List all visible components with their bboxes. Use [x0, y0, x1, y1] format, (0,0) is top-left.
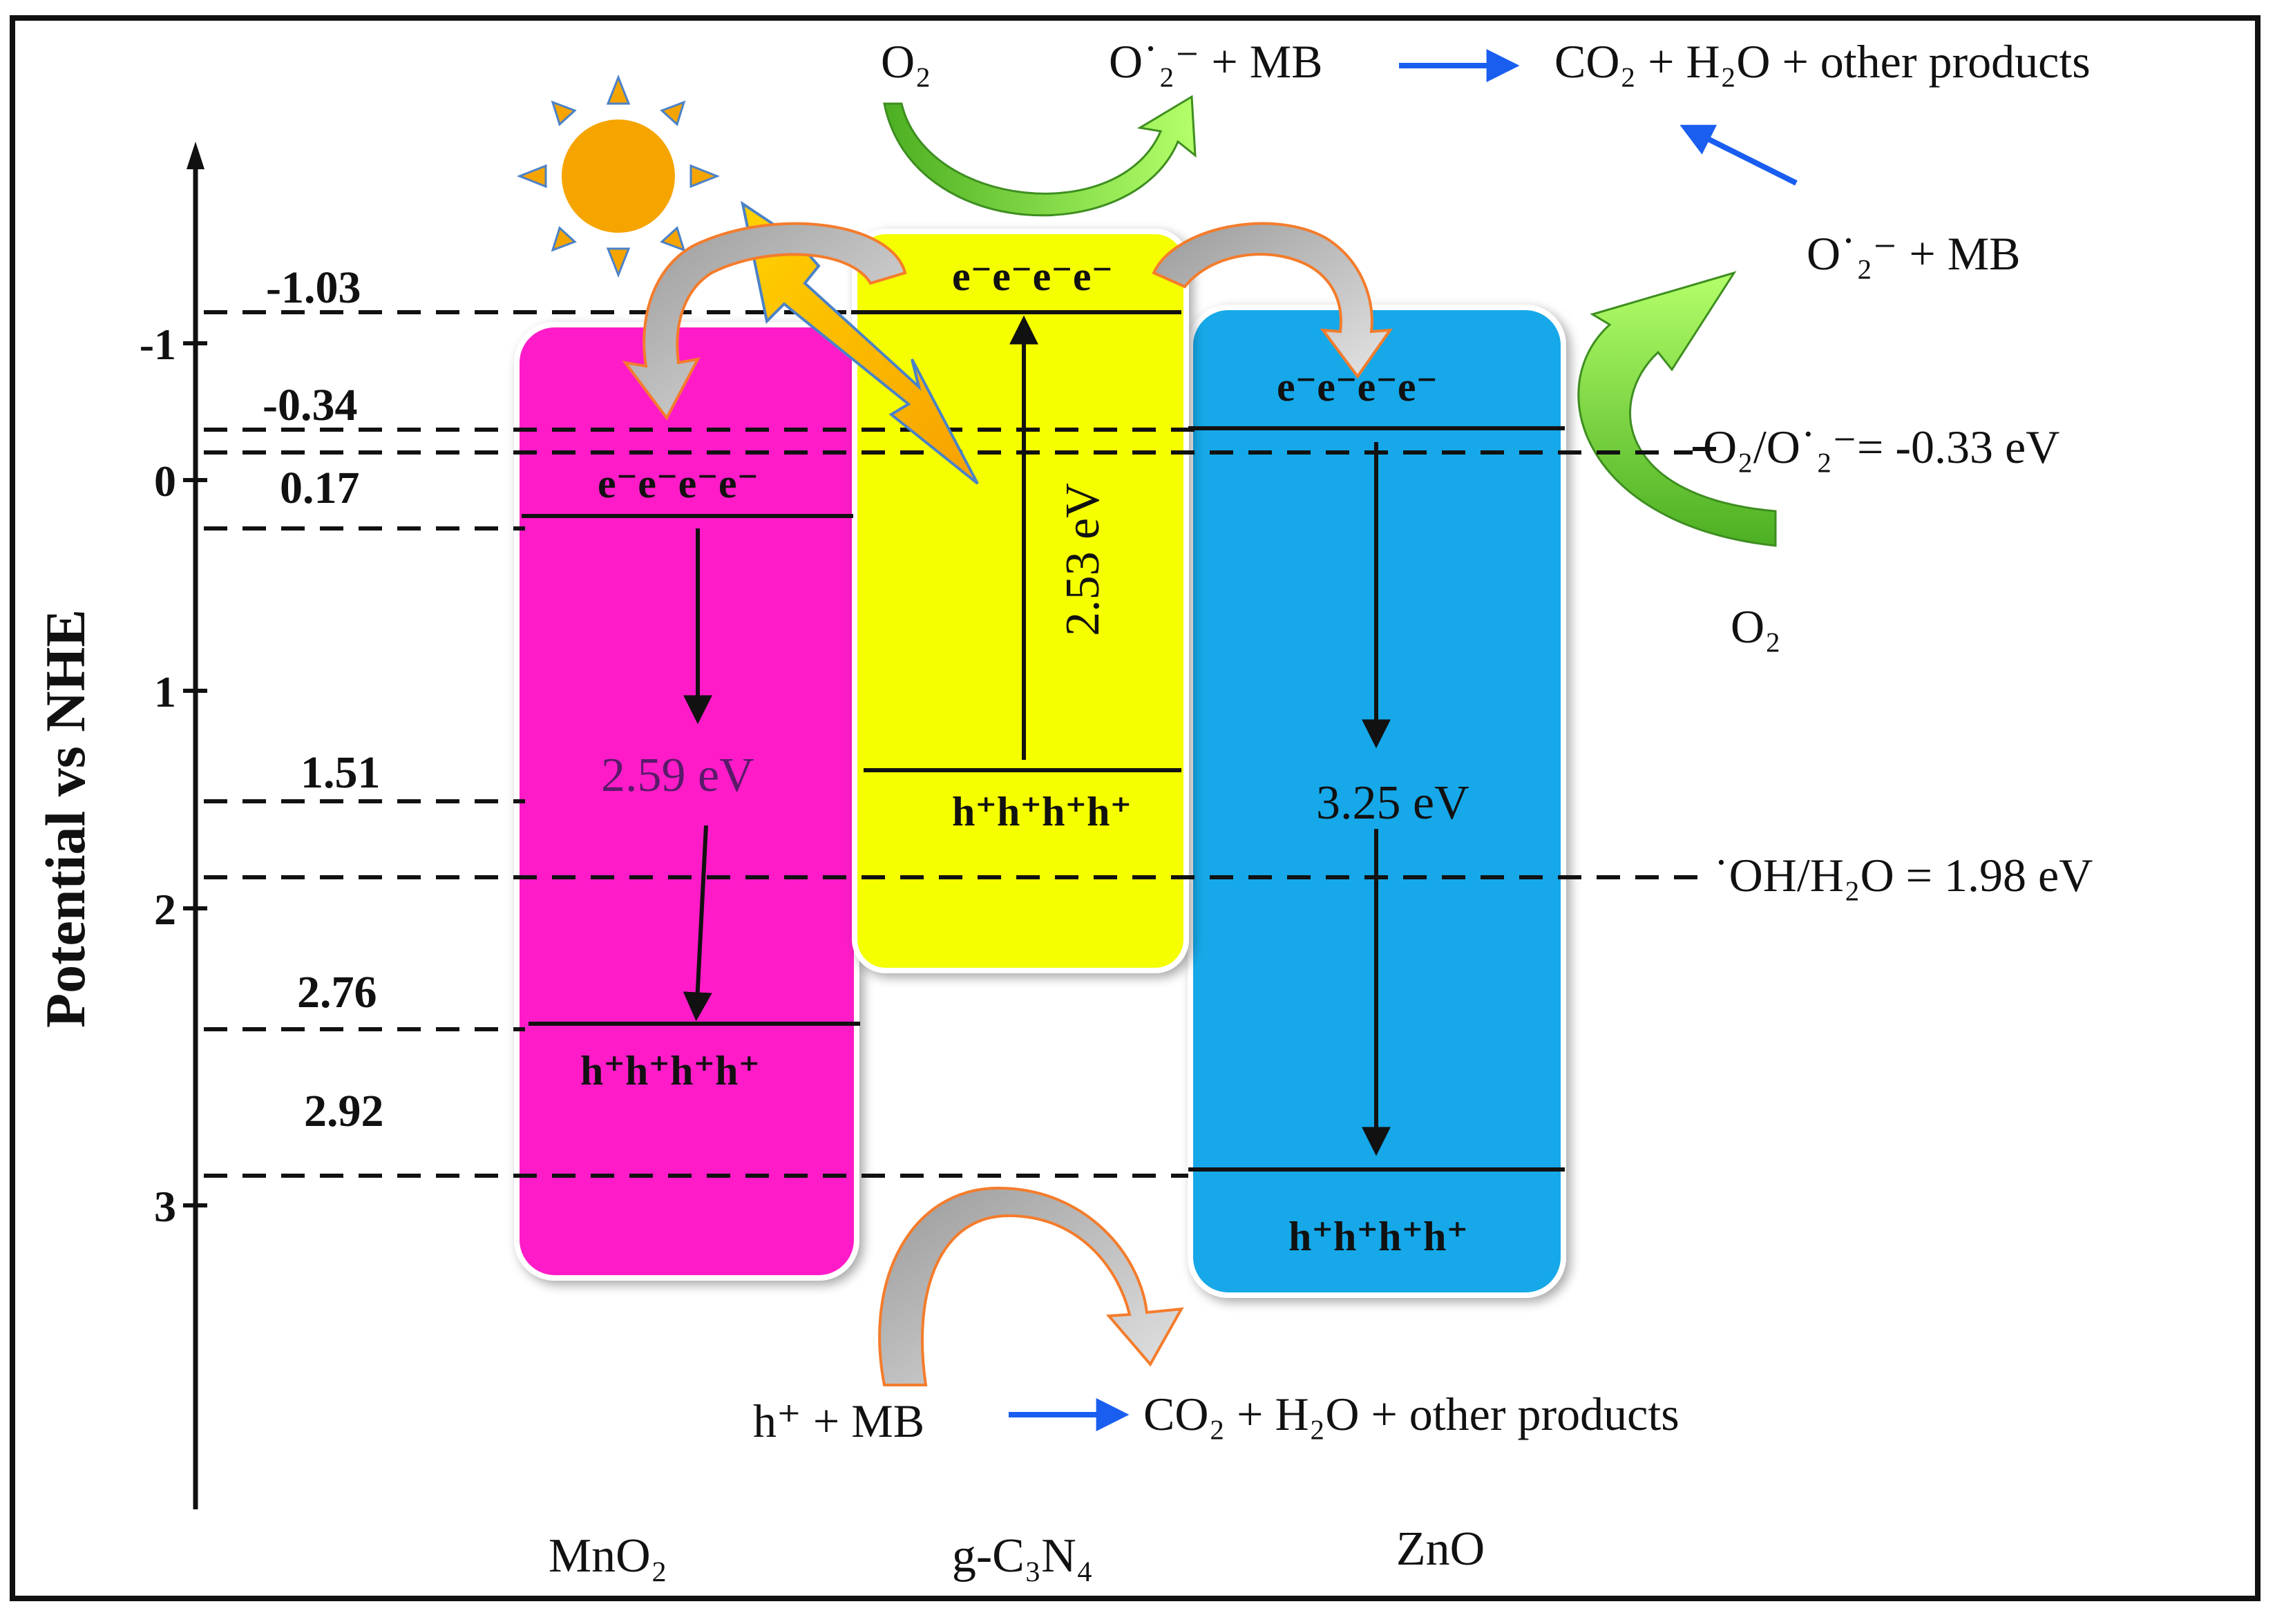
mno2-holes: h⁺h⁺h⁺h⁺ [580, 1048, 760, 1093]
right-o2-label: O₂ [1731, 600, 1781, 653]
top-products-label: CO₂ + H₂O + other products [1554, 35, 2091, 88]
gc3n4-electrons: e⁻e⁻e⁻e⁻ [952, 254, 1113, 299]
top-o2-label: O₂ [881, 35, 931, 88]
level-value: -1.03 [266, 262, 361, 313]
superoxide-reference: O₂/O˙₂⁻= -0.33 eV [1703, 421, 2059, 473]
gc3n4-band [852, 229, 1189, 973]
y-tick-label: 2 [154, 885, 176, 934]
level-value: 2.92 [304, 1086, 384, 1136]
gc3n4-gap: 2.53 eV [1056, 483, 1110, 636]
y-tick-label: 1 [154, 667, 176, 716]
gc3n4-holes: h⁺h⁺h⁺h⁺ [952, 789, 1132, 834]
level-value: -0.34 [263, 380, 357, 430]
y-axis-title: Potential vs NHE [34, 609, 97, 1028]
hydroxyl-reference: ˙OH/H₂O = 1.98 eV [1713, 849, 2093, 901]
y-tick-label: 3 [154, 1182, 176, 1231]
bandgap-arrows [683, 315, 1391, 1156]
level-value: 0.17 [280, 463, 360, 513]
sun-icon [516, 74, 721, 278]
y-tick-label: 0 [154, 457, 176, 506]
gc3n4-to-mno2-transfer-arrow [622, 222, 907, 421]
zno-holes-transfer-arrow [878, 1186, 1184, 1386]
zno-holes: h⁺h⁺h⁺h⁺ [1288, 1214, 1468, 1259]
lightning-icon [741, 200, 979, 485]
mno2-gap: 2.59 eV [601, 749, 754, 802]
top-green-curved-arrow [883, 95, 1197, 217]
mno2-electrons: e⁻e⁻e⁻e⁻ [598, 461, 759, 506]
zno-gap: 3.25 eV [1316, 776, 1469, 830]
zno-band [1188, 305, 1566, 1298]
bottom-holes-label: h⁺ + MB [753, 1395, 924, 1447]
y-axis-ticks [183, 341, 207, 1207]
level-value: 1.51 [301, 747, 381, 798]
mno2-label: MnO₂ [549, 1529, 667, 1583]
zno-label: ZnO [1396, 1522, 1485, 1576]
blue-reaction-arrows [1009, 49, 1798, 1431]
y-tick-label: -1 [140, 320, 176, 369]
band-edge-lines [522, 310, 1565, 1172]
right-radical-label: O˙₂⁻ + MB [1807, 227, 2021, 280]
gc3n4-to-zno-transfer-arrow [1152, 222, 1393, 379]
top-radical-label: O˙₂⁻ + MB [1109, 35, 1323, 88]
gc3n4-label: g-C₃N₄ [952, 1529, 1093, 1583]
level-value: 2.76 [297, 967, 377, 1018]
figure-frame [10, 15, 2261, 1601]
right-green-curved-arrow [1577, 271, 1777, 547]
bottom-products-label: CO₂ + H₂O + other products [1143, 1388, 1679, 1440]
y-axis-arrowhead [187, 142, 204, 169]
